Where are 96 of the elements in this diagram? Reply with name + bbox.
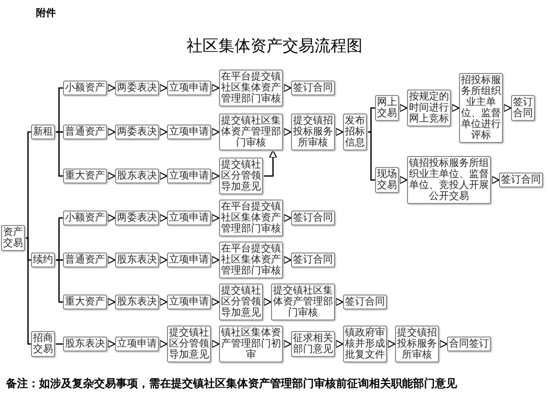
process-box: 签订合同 — [511, 95, 535, 121]
process-box: 股东表决 — [115, 294, 159, 310]
process-box: 立项申请 — [167, 80, 211, 96]
arrow — [211, 172, 220, 180]
arrow — [263, 298, 272, 306]
process-box: 小额资产 — [63, 80, 107, 96]
arrow — [503, 104, 512, 112]
process-box: 提交镇社区集体资产管理部门审核 — [271, 284, 335, 320]
process-box: 提交镇社区集体资产管理部门审核 — [219, 114, 283, 150]
arrow — [211, 214, 220, 222]
arrow — [283, 128, 292, 136]
process-box: 两委表决 — [115, 210, 159, 226]
process-box: 签订合同 — [343, 294, 387, 310]
process-box: 签订合同 — [291, 80, 335, 96]
process-box: 续约 — [31, 252, 55, 268]
process-box: 在平台提交镇社区集体资产管理部门审核 — [219, 70, 283, 106]
arrow — [159, 172, 168, 180]
process-box: 在平台提交镇社区集体资产管理部门审核 — [219, 242, 283, 278]
arrow — [451, 104, 460, 112]
process-box: 镇政府审核并形成批复文件 — [343, 326, 387, 362]
arrow — [159, 340, 168, 348]
note-text: 备注：如涉及复杂交易事项，需在提交镇社区集体资产管理部门审核前征询相关职能部门意见 — [6, 376, 457, 391]
process-box: 合同签订 — [447, 336, 491, 352]
connector-line — [367, 131, 375, 181]
process-box: 立项申请 — [167, 294, 211, 310]
arrow — [399, 176, 408, 184]
process-box: 股东表决 — [63, 336, 107, 352]
process-box: 提交镇招投标服务所审核 — [395, 326, 439, 362]
process-box: 重大资产 — [63, 294, 107, 310]
arrow — [211, 84, 220, 92]
connector-line — [55, 259, 63, 303]
process-box: 镇招投标服务所组织业主单位、监督单位、竞投人开展公开交易 — [407, 156, 491, 204]
arrow — [335, 128, 344, 136]
arrow — [211, 298, 220, 306]
process-box: 签订合同 — [291, 252, 335, 268]
process-box: 签订合同 — [291, 210, 335, 226]
diagram-title: 社区集体资产交易流程图 — [186, 36, 364, 57]
process-box: 股东表决 — [115, 168, 159, 184]
arrow — [107, 256, 116, 264]
process-box: 在平台提交镇社区集体资产管理部门审核 — [219, 200, 283, 236]
arrow — [159, 256, 168, 264]
process-box: 资产交易 — [1, 225, 25, 251]
arrow — [211, 340, 220, 348]
arrow — [211, 256, 220, 264]
connector-line — [55, 131, 63, 177]
process-box: 立项申请 — [167, 210, 211, 226]
arrow — [107, 172, 116, 180]
process-box: 两委表决 — [115, 80, 159, 96]
arrow — [283, 340, 292, 348]
arrow — [263, 150, 277, 177]
process-box: 网上交易 — [375, 95, 399, 121]
process-box: 立项申请 — [167, 252, 211, 268]
process-box: 重大资产 — [63, 168, 107, 184]
arrow — [335, 340, 344, 348]
process-box: 普通资产 — [63, 124, 107, 140]
arrow — [283, 214, 292, 222]
arrow — [335, 298, 344, 306]
connector-line — [25, 237, 31, 345]
process-box: 镇社区集体资产管理部门初审 — [219, 326, 283, 362]
arrow — [399, 104, 408, 112]
arrow — [211, 128, 220, 136]
process-box: 新租 — [31, 124, 55, 140]
header-label: 附件 — [36, 6, 56, 20]
process-box: 签订合同 — [499, 172, 543, 188]
arrow — [159, 214, 168, 222]
process-box: 小额资产 — [63, 210, 107, 226]
arrow — [283, 84, 292, 92]
process-box: 提交镇社区分管领导加意见 — [219, 158, 263, 194]
process-box: 股东表决 — [115, 252, 159, 268]
process-box: 发布招标信息 — [343, 114, 367, 150]
process-box: 按规定的时间进行网上竞标 — [407, 90, 451, 126]
process-box: 普通资产 — [63, 252, 107, 268]
connector-line — [25, 131, 31, 239]
arrow — [107, 340, 116, 348]
process-box: 两委表决 — [115, 124, 159, 140]
arrow — [159, 298, 168, 306]
process-box: 现场交易 — [375, 167, 399, 193]
arrow — [107, 128, 116, 136]
process-box: 提交镇招投标服务所审核 — [291, 114, 335, 150]
arrow — [387, 340, 396, 348]
process-box: 招商交易 — [31, 331, 55, 357]
process-box: 提交镇社区分管领导加意见 — [167, 326, 211, 362]
process-box: 立项申请 — [115, 336, 159, 352]
arrow — [283, 256, 292, 264]
process-box: 征求相关部门意见 — [291, 331, 335, 357]
process-box: 招投标服务所组织业主单位、监督单位进行评标 — [459, 73, 503, 143]
arrow — [159, 84, 168, 92]
arrow — [491, 176, 500, 184]
arrow — [107, 298, 116, 306]
arrow — [159, 128, 168, 136]
arrow — [107, 214, 116, 222]
arrow — [107, 84, 116, 92]
arrow — [439, 340, 448, 348]
process-box: 立项申请 — [167, 168, 211, 184]
process-box: 立项申请 — [167, 124, 211, 140]
process-box: 提交镇社区分管领导加意见 — [219, 284, 263, 320]
